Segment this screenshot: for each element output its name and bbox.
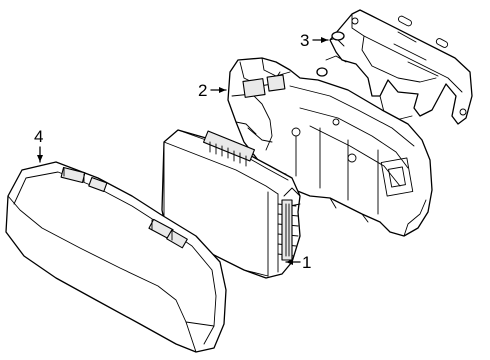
callout-3: 3 [300,31,329,50]
callout-label-1: 1 [302,253,311,272]
callout-4: 4 [34,127,43,163]
part-3-mounting-bracket [316,9,473,125]
part-4-front-cover [5,161,227,353]
callout-label-2: 2 [198,81,207,100]
callout-1: 1 [285,253,311,272]
callout-2: 2 [198,81,227,100]
callout-label-3: 3 [300,31,309,50]
callout-label-4: 4 [34,127,43,146]
